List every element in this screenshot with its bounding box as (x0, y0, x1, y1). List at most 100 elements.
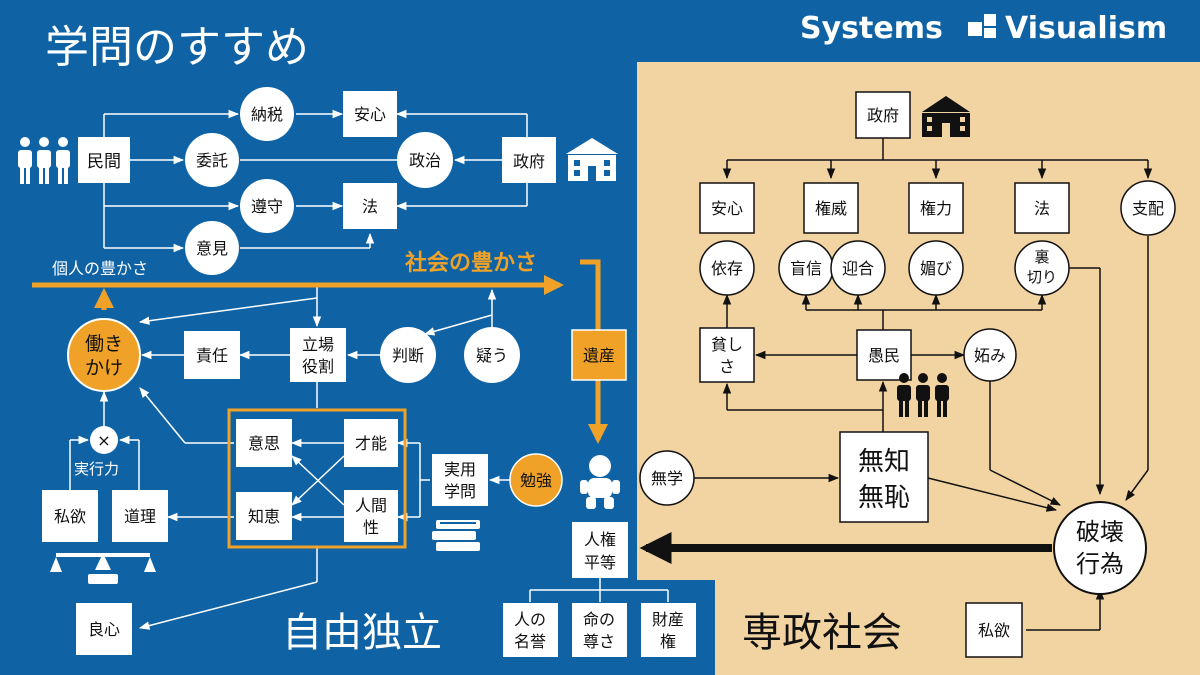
node-hou-right: 法 (1014, 182, 1070, 234)
node-ryoushin: 良心 (76, 603, 132, 655)
people-icon-right (897, 373, 949, 417)
svg-text:無恥: 無恥 (858, 483, 910, 513)
node-shiyoku-left: 私欲 (42, 490, 98, 542)
svg-text:切り: 切り (1027, 268, 1057, 286)
svg-text:私欲: 私欲 (978, 621, 1010, 640)
svg-text:破壊: 破壊 (1076, 518, 1124, 546)
left-connectors (69, 109, 669, 630)
node-ken-i: 権威 (803, 182, 859, 234)
svg-text:性: 性 (363, 518, 379, 537)
node-geigou: 迎合 (830, 240, 886, 296)
node-chie: 知恵 (236, 492, 292, 540)
node-seiji: 政治 (397, 132, 453, 188)
svg-text:遵守: 遵守 (251, 197, 283, 216)
node-iken: 意見 (185, 221, 239, 275)
right-connectors (694, 138, 1153, 631)
svg-text:働き: 働き (85, 333, 123, 355)
svg-text:迎合: 迎合 (842, 259, 874, 278)
node-benkyou: 勉強 (509, 453, 563, 507)
node-uragiri: 裏 切り (1014, 240, 1070, 296)
svg-text:知恵: 知恵 (248, 507, 280, 526)
node-mazushisa: 貧し さ (699, 327, 755, 383)
page-title: 学問のすすめ (45, 22, 309, 73)
node-seifu-left: 政府 (502, 137, 556, 183)
svg-text:道理: 道理 (124, 507, 156, 526)
svg-text:法: 法 (362, 197, 378, 216)
school-icon (566, 138, 618, 181)
svg-text:人間: 人間 (355, 496, 387, 515)
svg-text:役割: 役割 (302, 357, 334, 376)
svg-text:無知: 無知 (858, 447, 910, 477)
frame-box (227, 408, 407, 549)
node-netami: 妬み (963, 328, 1017, 382)
svg-text:権力: 権力 (920, 199, 952, 218)
node-people (18, 137, 70, 184)
svg-text:かけ: かけ (85, 357, 123, 379)
svg-text:政治: 政治 (409, 151, 441, 170)
scale-icon (50, 553, 156, 584)
svg-text:裏: 裏 (1034, 248, 1049, 266)
node-seifu-right: 政府 (855, 91, 911, 139)
node-sekinin: 責任 (184, 331, 240, 379)
svg-text:遺産: 遺産 (583, 346, 615, 365)
node-sainou: 才能 (344, 419, 398, 467)
label-jiyu: 自由独立 (282, 610, 442, 656)
node-anshin-right: 安心 (699, 182, 755, 234)
svg-text:良心: 良心 (88, 620, 120, 639)
node-hou-left: 法 (343, 183, 397, 229)
svg-text:実用: 実用 (444, 460, 476, 479)
node-isan: 遺産 (571, 329, 627, 381)
school-icon-right (922, 96, 970, 137)
svg-text:安心: 安心 (711, 199, 743, 218)
svg-text:人権: 人権 (584, 530, 616, 549)
node-minkan: 民間 (78, 137, 130, 183)
svg-text:名誉: 名誉 (514, 632, 546, 651)
svg-text:さ: さ (719, 357, 735, 376)
node-hatarakikake: 働き かけ (67, 318, 141, 392)
svg-text:判断: 判断 (392, 346, 424, 365)
svg-text:納税: 納税 (251, 105, 283, 124)
label-sensei: 専政社会 (742, 610, 902, 656)
node-utagau: 疑う (464, 327, 520, 383)
node-kakeru: × (90, 426, 118, 454)
node-shihai: 支配 (1120, 180, 1176, 236)
svg-text:意思: 意思 (248, 434, 280, 453)
node-junshu: 遵守 (240, 179, 294, 233)
node-ishi: 意思 (236, 419, 292, 467)
svg-text:盲信: 盲信 (790, 259, 822, 278)
svg-text:民間: 民間 (87, 152, 121, 172)
svg-text:貧し: 貧し (711, 335, 743, 354)
svg-text:財産: 財産 (652, 610, 684, 629)
svg-text:意見: 意見 (196, 239, 228, 258)
svg-text:支配: 支配 (1132, 199, 1164, 218)
node-meiyo: 人の 名誉 (503, 603, 558, 657)
svg-text:媚び: 媚び (920, 259, 952, 278)
svg-text:権: 権 (660, 632, 676, 651)
node-tachiba: 立場 役割 (290, 328, 346, 382)
node-inochi: 命の 尊さ (572, 603, 627, 657)
svg-text:妬み: 妬み (974, 346, 1006, 365)
svg-text:愚民: 愚民 (868, 346, 900, 365)
brand-left: Systems (800, 11, 943, 46)
node-nouzei: 納税 (240, 87, 294, 141)
node-kobi: 媚び (908, 240, 964, 296)
svg-text:委託: 委託 (196, 151, 228, 170)
baby-icon (580, 455, 620, 509)
svg-text:政府: 政府 (867, 106, 899, 125)
node-jitsuyou: 実用 学問 (432, 454, 488, 506)
svg-text:責任: 責任 (196, 346, 228, 365)
label-jikkouryoku: 実行力 (74, 460, 119, 478)
label-shakai: 社会の豊かさ (405, 250, 537, 276)
label-kojin: 個人の豊かさ (52, 259, 148, 278)
node-muchi: 無知 無恥 (839, 431, 929, 523)
node-douri: 道理 (112, 490, 168, 542)
svg-text:安心: 安心 (354, 105, 386, 124)
svg-text:命の: 命の (583, 610, 615, 629)
svg-text:尊さ: 尊さ (583, 632, 615, 651)
svg-text:政府: 政府 (513, 152, 545, 171)
brand-right: Visualism (1005, 11, 1167, 46)
books-icon (432, 520, 480, 551)
node-anshin-left: 安心 (343, 91, 397, 137)
node-moushin: 盲信 (778, 240, 834, 296)
